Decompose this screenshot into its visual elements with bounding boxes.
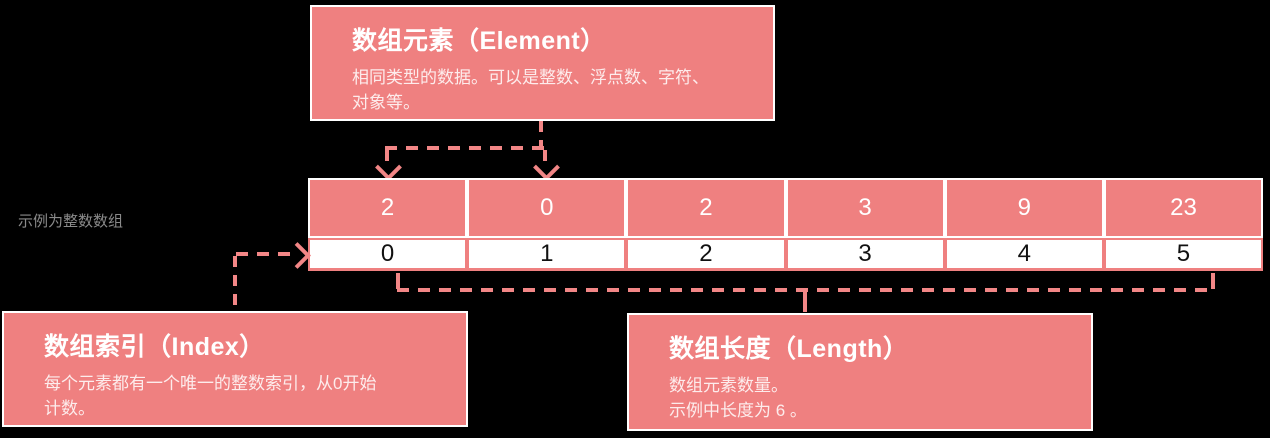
element-callout: 数组元素（Element） 相同类型的数据。可以是整数、浮点数、字符、对象等。 <box>310 5 775 121</box>
array-value-cell: 0 <box>469 180 625 236</box>
element-callout-title: 数组元素（Element） <box>352 27 606 55</box>
length-callout-body-line: 示例中长度为 6 。 <box>669 400 807 420</box>
element-callout-body-line: 对象等。 <box>352 92 420 112</box>
array-value-cell: 3 <box>787 180 943 236</box>
element-connector-vertical-line <box>539 121 543 148</box>
length-callout-body-line: 数组元素数量。 <box>669 376 788 395</box>
index-callout: 数组索引（Index） 每个元素都有一个唯一的整数索引，从0开始计数。 <box>2 311 468 427</box>
length-callout-body: 数组元素数量。示例中长度为 6 。 <box>669 374 1071 423</box>
array-index-cell: 4 <box>946 240 1102 268</box>
array-type-label: 示例为整数数组 <box>18 213 124 230</box>
index-connector-horizontal-line <box>236 252 292 256</box>
length-bracket-left-tick <box>396 273 400 289</box>
element-callout-body-line: 相同类型的数据。可以是整数、浮点数、字符、 <box>352 68 709 87</box>
element-arrow-left-stem <box>385 150 389 168</box>
array-value-cell: 23 <box>1105 180 1262 236</box>
index-callout-body: 每个元素都有一个唯一的整数索引，从0开始计数。 <box>44 372 446 421</box>
length-callout-title: 数组长度（Length） <box>669 335 909 363</box>
element-connector-horizontal-line <box>385 146 547 150</box>
length-connector-drop-tick <box>803 290 807 312</box>
index-arrow-right-icon <box>284 242 311 269</box>
index-callout-body-line: 每个元素都有一个唯一的整数索引，从0开始 <box>44 374 377 393</box>
array-index-cell: 3 <box>787 240 943 268</box>
array-index-cell: 2 <box>628 240 784 268</box>
index-connector-vertical-line <box>233 256 237 311</box>
array-value-cell: 2 <box>310 180 466 236</box>
array-value-cell: 9 <box>946 180 1102 236</box>
length-callout: 数组长度（Length） 数组元素数量。示例中长度为 6 。 <box>627 313 1093 431</box>
length-bracket-right-tick <box>1211 273 1215 289</box>
element-arrow-down-left-icon <box>375 154 402 181</box>
element-arrow-right-stem <box>543 150 547 168</box>
index-callout-title: 数组索引（Index） <box>44 333 265 361</box>
array-index-cell: 1 <box>469 240 625 268</box>
element-arrow-down-right-icon <box>533 154 560 181</box>
element-callout-body: 相同类型的数据。可以是整数、浮点数、字符、对象等。 <box>352 66 753 115</box>
index-callout-body-line: 计数。 <box>44 398 95 418</box>
array-value-cell: 2 <box>628 180 784 236</box>
array-index-cell: 5 <box>1105 240 1262 268</box>
array-index-cell: 0 <box>310 240 466 268</box>
